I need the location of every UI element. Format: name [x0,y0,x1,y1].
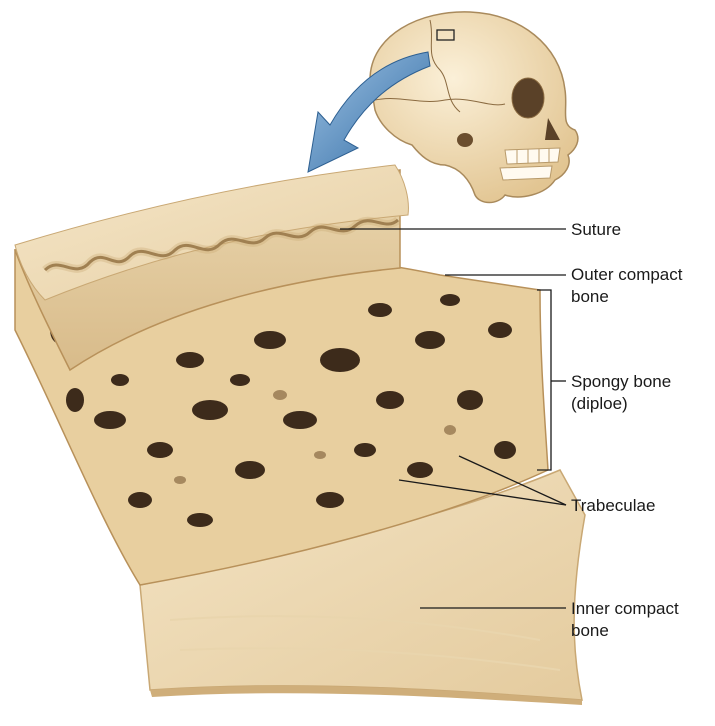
spongy-bone-label-line1: Spongy bone [571,371,671,392]
outer-compact-label-line2: bone [571,286,609,307]
suture-label: Suture [571,219,621,240]
spongy-bone-label-line2: (diploe) [571,393,628,414]
inner-compact-label-line1: Inner compact [571,598,679,619]
skull-icon [370,12,578,203]
inner-compact-label-line2: bone [571,620,609,641]
trabeculae-label: Trabeculae [571,495,655,516]
outer-compact-label-line1: Outer compact [571,264,683,285]
